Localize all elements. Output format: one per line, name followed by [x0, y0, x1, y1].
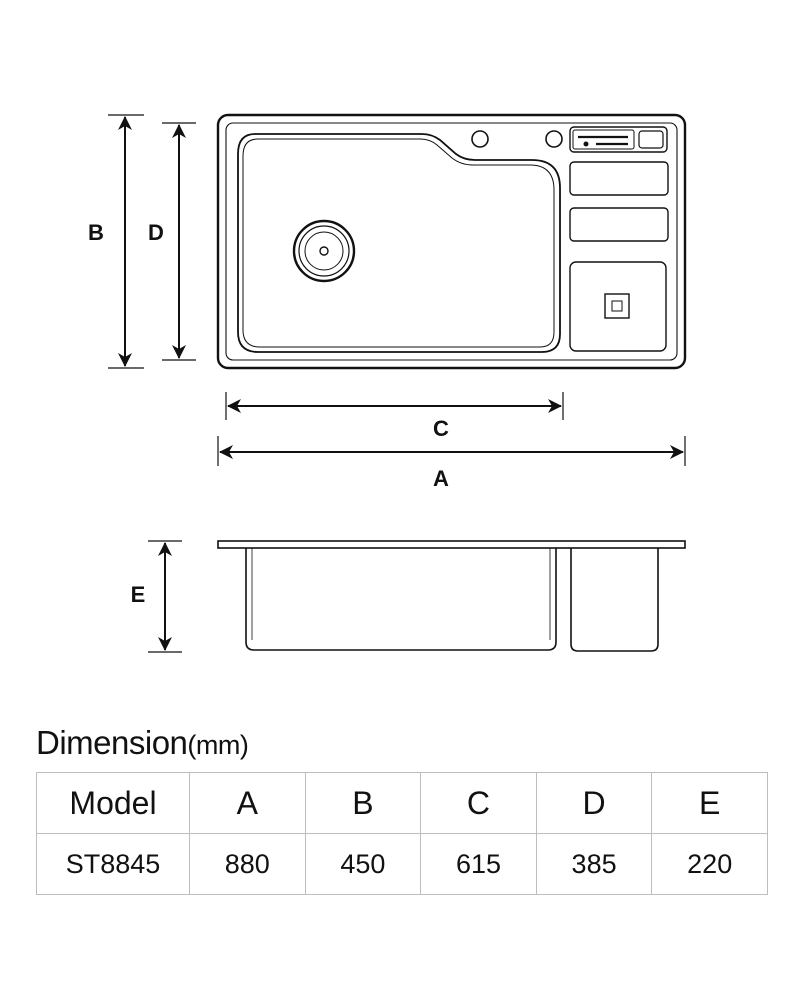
side-view-main-bowl: [245, 548, 557, 651]
dimension-table: Model A B C D E ST8845 880 450 615 385 2…: [36, 772, 768, 895]
accessory-strip-inner: [572, 129, 635, 150]
main-bowl-outline: [237, 133, 561, 353]
dimension-title-text: Dimension: [36, 724, 188, 761]
main-drain: [292, 219, 356, 283]
side-tray-middle: [569, 207, 669, 242]
accessory-strip: [569, 126, 668, 153]
dim-c-label: C: [433, 416, 449, 441]
side-tray-upper: [569, 161, 669, 196]
main-bowl-inner-line: [242, 138, 555, 348]
header-model: Model: [36, 772, 190, 834]
small-bowl: [569, 261, 667, 352]
dimension-title: Dimension(mm): [36, 724, 249, 762]
side-view-rim: [217, 540, 686, 549]
cell-model: ST8845: [36, 833, 190, 895]
sink-top-view: [216, 113, 687, 370]
cell-a: 880: [189, 833, 306, 895]
strip-button: [638, 130, 664, 149]
header-a: A: [189, 772, 306, 834]
header-e: E: [651, 772, 768, 834]
dim-e: [148, 540, 182, 653]
sink-outer-rim: [216, 113, 687, 370]
table-header-row: Model A B C D E: [36, 772, 768, 834]
faucet-hole-left: [471, 130, 489, 148]
cell-d: 385: [535, 833, 653, 895]
side-view-small-bowl: [570, 548, 659, 652]
cell-c: 615: [420, 833, 537, 895]
strip-dot: [583, 141, 589, 147]
sink-side-view: [217, 540, 686, 652]
dim-b-label: B: [88, 220, 104, 245]
header-b: B: [304, 772, 422, 834]
header-d: D: [535, 772, 653, 834]
dim-e-label: E: [131, 582, 146, 607]
sink-inner-rim: [225, 122, 678, 361]
dimension-lines: [108, 114, 686, 466]
dim-a-label: A: [433, 466, 449, 491]
dimension-unit: (mm): [187, 730, 249, 760]
cell-b: 450: [304, 833, 422, 895]
header-c: C: [420, 772, 537, 834]
table-row: ST8845 880 450 615 385 220: [36, 833, 768, 895]
faucet-hole-right: [545, 130, 563, 148]
small-bowl-drain: [604, 293, 630, 319]
small-bowl-drain-center: [611, 300, 623, 312]
cell-e: 220: [651, 833, 768, 895]
dim-d-label: D: [148, 220, 164, 245]
sink-technical-drawing: B D C A E: [88, 113, 687, 653]
